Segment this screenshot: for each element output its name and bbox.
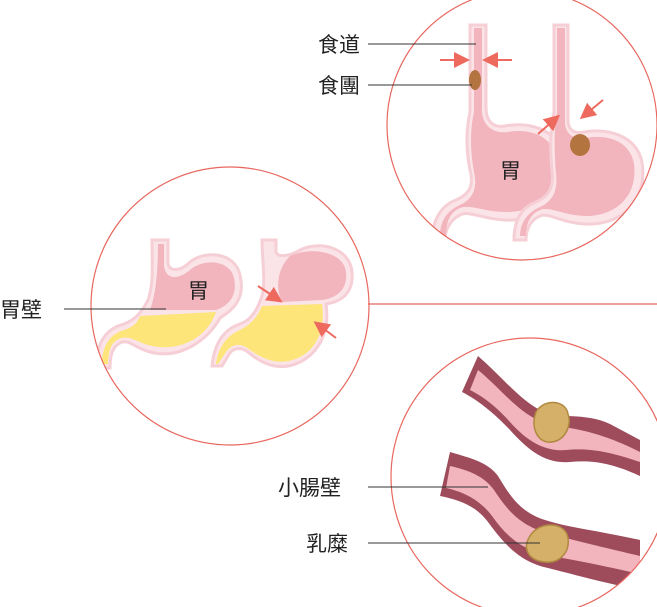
- esophagus-panel: [432, 25, 643, 240]
- stomach-label-top: 胃: [500, 159, 521, 183]
- stomach-label-mid: 胃: [188, 279, 209, 303]
- label-intestine-wall: 小腸壁: [278, 476, 341, 500]
- intestine-panel: [440, 356, 640, 590]
- label-chyme: 乳糜: [306, 532, 348, 556]
- arrow-bolus-2: [586, 100, 603, 114]
- label-bolus: 食團: [318, 74, 360, 98]
- label-esophagus: 食道: [318, 33, 360, 57]
- stomach-panel: [96, 240, 352, 368]
- chyme-1: [534, 402, 569, 442]
- label-stomach-wall: 胃壁: [0, 298, 42, 322]
- stomach-b-gas: [278, 251, 346, 302]
- bolus-1: [469, 70, 481, 90]
- bolus-2: [570, 134, 590, 156]
